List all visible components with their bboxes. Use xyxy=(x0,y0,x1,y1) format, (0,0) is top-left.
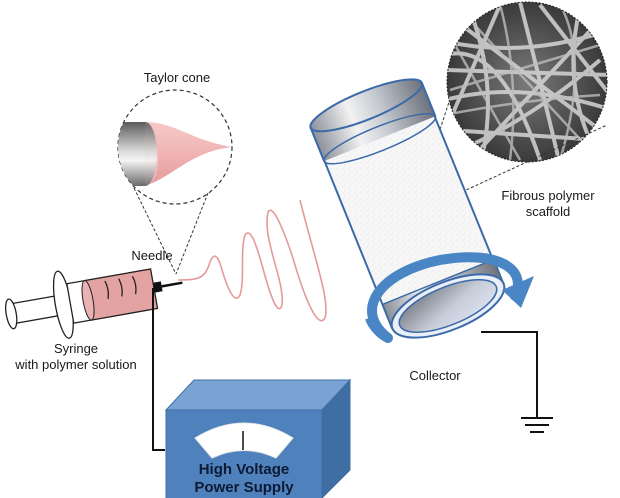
label-power-supply: High Voltage xyxy=(199,461,290,478)
label-needle: Needle xyxy=(131,248,172,263)
label-syringe-sub: with polymer solution xyxy=(14,357,136,372)
label-syringe: Syringe xyxy=(54,341,98,356)
sem-inset xyxy=(446,1,608,163)
taylor-cone-inset xyxy=(117,89,233,275)
label-power-supply-sub: Power Supply xyxy=(194,479,294,496)
label-scaffold-sub: scaffold xyxy=(526,204,571,219)
voltage-gauge xyxy=(194,422,294,459)
ground-wire xyxy=(481,331,553,433)
rotation-arrow-icon xyxy=(365,252,534,343)
label-scaffold: Fibrous polymer xyxy=(501,188,595,203)
label-collector: Collector xyxy=(409,368,461,383)
collector-drum xyxy=(309,78,506,339)
supply-wire xyxy=(152,288,165,451)
syringe xyxy=(4,268,183,339)
label-taylor-cone: Taylor cone xyxy=(144,70,210,85)
polymer-jet xyxy=(177,199,327,322)
power-supply xyxy=(164,378,352,498)
